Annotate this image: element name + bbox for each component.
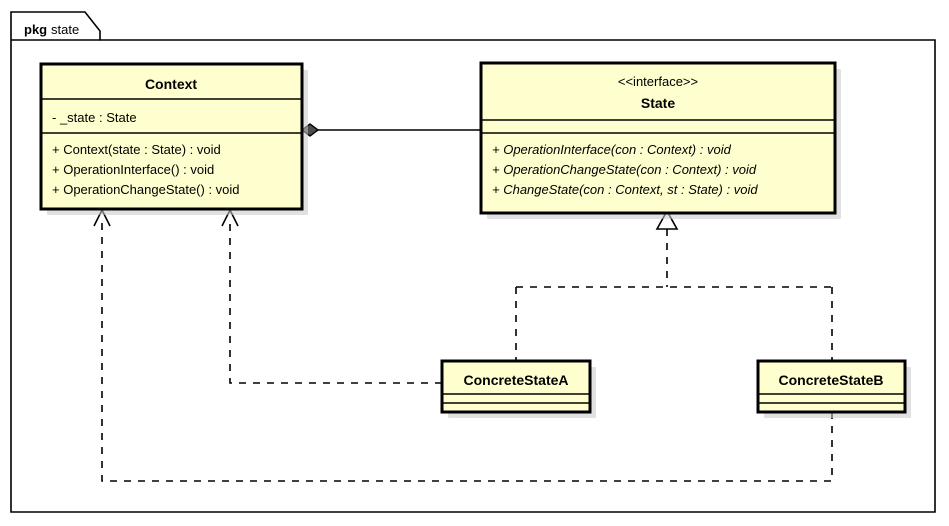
class-box-state[interactable]: <<interface>> State + OperationInterface… xyxy=(479,61,841,219)
state-box-outline xyxy=(479,61,837,215)
concretestatea-class-name: ConcreteStateA xyxy=(463,372,568,388)
context-operation-0: + Context(state : State) : void xyxy=(52,142,221,157)
package-frame-outline xyxy=(10,11,936,513)
class-box-concretestatea[interactable]: ConcreteStateA xyxy=(440,359,596,418)
class-box-context[interactable]: Context - _state : State + Context(state… xyxy=(39,62,308,215)
class-box-concretestateb[interactable]: ConcreteStateB xyxy=(756,359,911,418)
context-operation-1: + OperationInterface() : void xyxy=(52,162,214,177)
package-tab-keyword: pkg xyxy=(24,22,47,37)
state-stereotype: <<interface>> xyxy=(618,74,698,89)
concretestateb-class-name: ConcreteStateB xyxy=(778,372,883,388)
relationship-realization-tree[interactable] xyxy=(515,209,833,361)
dependency-line-concretestateb xyxy=(101,218,833,482)
context-class-name: Context xyxy=(145,76,197,92)
state-operation-1: + OperationChangeState(con : Context) : … xyxy=(492,162,757,177)
state-operation-2: + ChangeState(con : Context, st : State)… xyxy=(492,182,758,197)
context-box-outline xyxy=(39,62,304,211)
state-operation-0: + OperationInterface(con : Context) : vo… xyxy=(492,142,732,157)
package-tab-name: state xyxy=(51,22,79,37)
context-attribute-0: - _state : State xyxy=(52,110,137,125)
dependency-line-concretestatea xyxy=(229,218,442,384)
state-class-name: State xyxy=(641,95,675,111)
context-operation-2: + OperationChangeState() : void xyxy=(52,182,240,197)
